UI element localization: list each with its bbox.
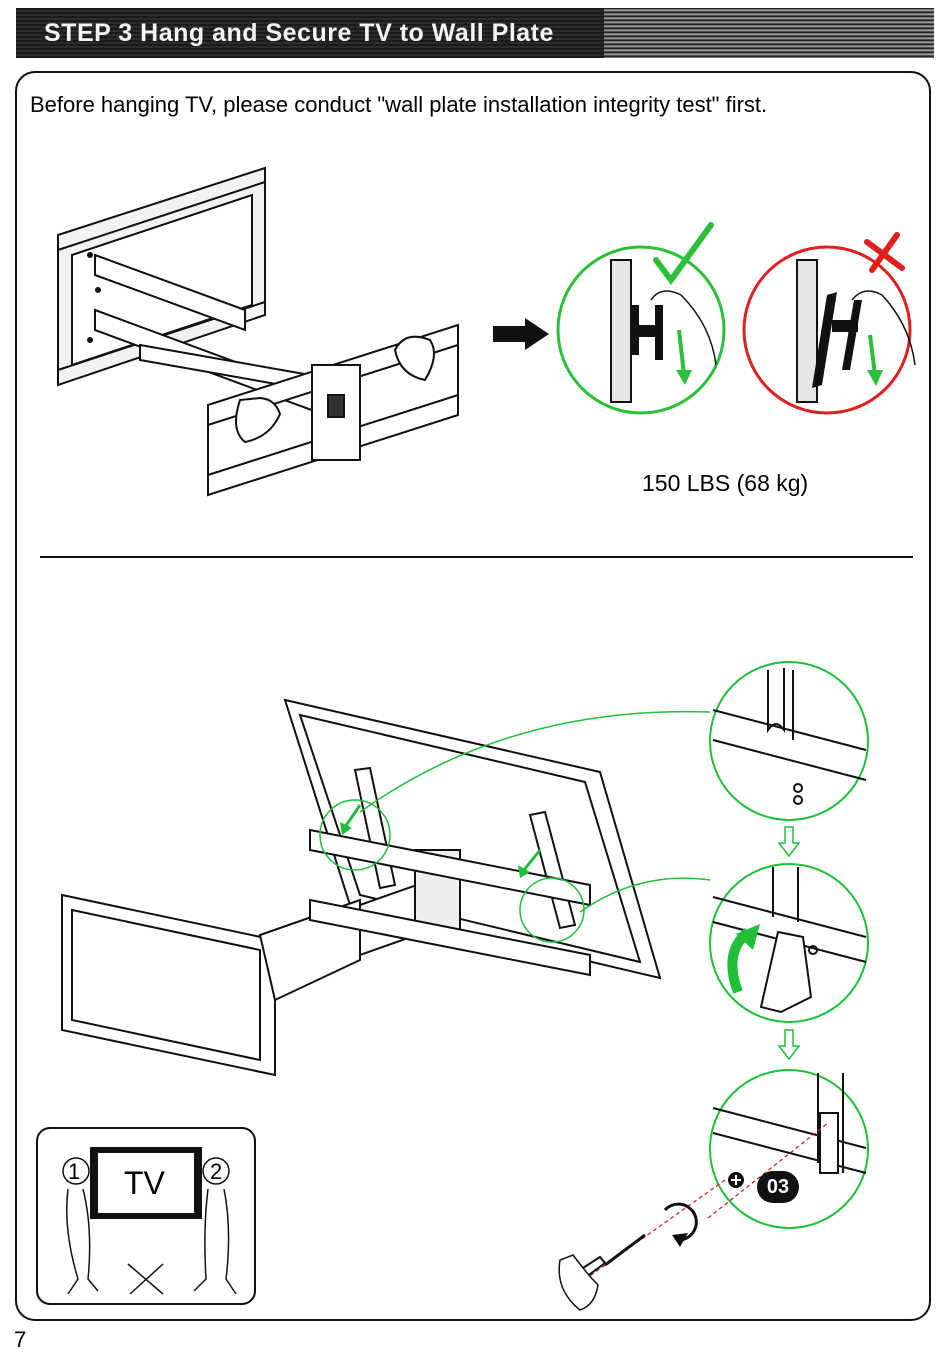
two-person-lift-notice: 1 2 TV [36, 1127, 256, 1305]
step-header: STEP 3 Hang and Secure TV to Wall Plate [16, 8, 934, 58]
weight-capacity-label: 150 LBS (68 kg) [642, 470, 808, 497]
latch-detail-circle [708, 862, 870, 1024]
screw-part-tag: 03 [757, 1171, 799, 1203]
down-arrow-icon [779, 827, 799, 857]
correct-installation-circle [556, 220, 731, 420]
hang-tv-illustration [60, 700, 680, 1080]
screw-detail-circle [708, 1068, 870, 1230]
incorrect-installation-circle [742, 220, 922, 420]
two-people-holding-tv-icon [38, 1129, 254, 1303]
down-arrow-icon [779, 1030, 799, 1060]
cross-mark-icon [867, 235, 902, 270]
screwdriver-illustration [550, 1175, 730, 1320]
section-divider [40, 556, 913, 558]
hook-detail-circle [708, 660, 870, 822]
page-number: 7 [14, 1327, 26, 1353]
step-title: STEP 3 Hang and Secure TV to Wall Plate [44, 19, 554, 48]
person-1-label: 1 [68, 1159, 80, 1185]
integrity-test-instruction: Before hanging TV, please conduct "wall … [30, 92, 767, 118]
right-arrow-icon [493, 318, 549, 350]
person-2-label: 2 [210, 1159, 222, 1185]
wall-plate-pull-test-illustration [50, 160, 470, 510]
screw-part-number: 03 [767, 1176, 789, 1198]
tv-label: TV [124, 1165, 165, 1202]
